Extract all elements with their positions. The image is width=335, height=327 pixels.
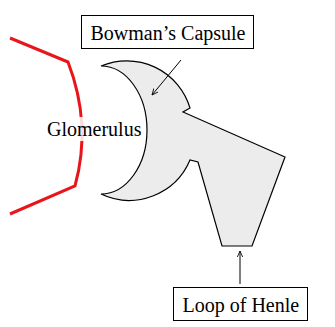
structure-label: Glomerulus: [46, 117, 142, 141]
callout-text: Bowman’s Capsule: [91, 21, 244, 45]
callout-box: Bowman’s Capsule: [81, 15, 254, 49]
bowmans-capsule-and-tubule: [101, 61, 285, 246]
leader-line: [152, 60, 181, 95]
callout-text: Loop of Henle: [183, 293, 298, 317]
leader-line: [240, 251, 241, 284]
callout-box: Loop of Henle: [173, 287, 308, 321]
